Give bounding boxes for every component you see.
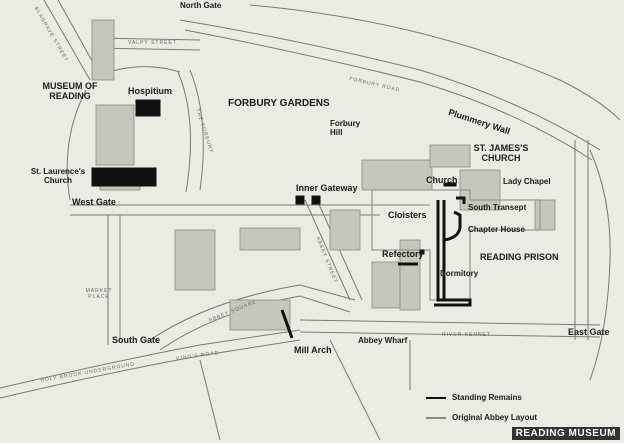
label-st-laurences-church: St. Laurence's Church [30, 167, 86, 185]
inner-gateway-right [311, 195, 321, 205]
label-museum-of-reading: MUSEUM OF READING [42, 81, 98, 101]
credit-badge: READING MUSEUM [511, 427, 620, 440]
label-abbey-wharf: Abbey Wharf [358, 336, 408, 345]
label-church: Church [426, 175, 458, 185]
legend-standing-remains: Standing Remains [452, 393, 522, 402]
label-west-gate: West Gate [72, 197, 116, 207]
label-south-transept: South Transept [468, 203, 527, 212]
label-refectory: Refectory [382, 249, 424, 259]
st-laurences-remains [91, 167, 157, 187]
label-inner-gateway: Inner Gateway [296, 183, 358, 193]
label-reading-prison: READING PRISON [480, 252, 559, 262]
label-chapter-house: Chapter House [468, 225, 525, 234]
label-forbury-hill: Forbury Hill [330, 119, 361, 137]
standing-remains-walls [280, 196, 472, 339]
inner-gateway-left [295, 195, 305, 205]
label-north-gate: North Gate [180, 1, 222, 10]
label-forbury-gardens: FORBURY GARDENS [228, 98, 330, 109]
street-river-kennet: RIVER KENNET [442, 332, 491, 338]
label-hospitium: Hospitium [128, 86, 172, 96]
label-st-james-church: ST. JAMES'S CHURCH [473, 143, 529, 163]
legend-original-abbey-layout: Original Abbey Layout [452, 413, 538, 422]
street-market-place: MARKET PLACE [85, 288, 113, 300]
label-cloisters: Cloisters [388, 210, 427, 220]
label-mill-arch: Mill Arch [294, 345, 332, 355]
standing-remains [91, 99, 457, 255]
church-remains [443, 182, 457, 187]
label-dormitory: Dormitory [440, 269, 479, 278]
label-south-gate: South Gate [112, 335, 161, 345]
hospitium-remains [135, 99, 161, 117]
original-abbey-layout [371, 189, 541, 305]
label-lady-chapel: Lady Chapel [503, 177, 551, 186]
label-east-gate: East Gate [568, 327, 610, 337]
building-shapes [91, 19, 556, 331]
street-valpy: VALPY STREET [128, 40, 177, 46]
